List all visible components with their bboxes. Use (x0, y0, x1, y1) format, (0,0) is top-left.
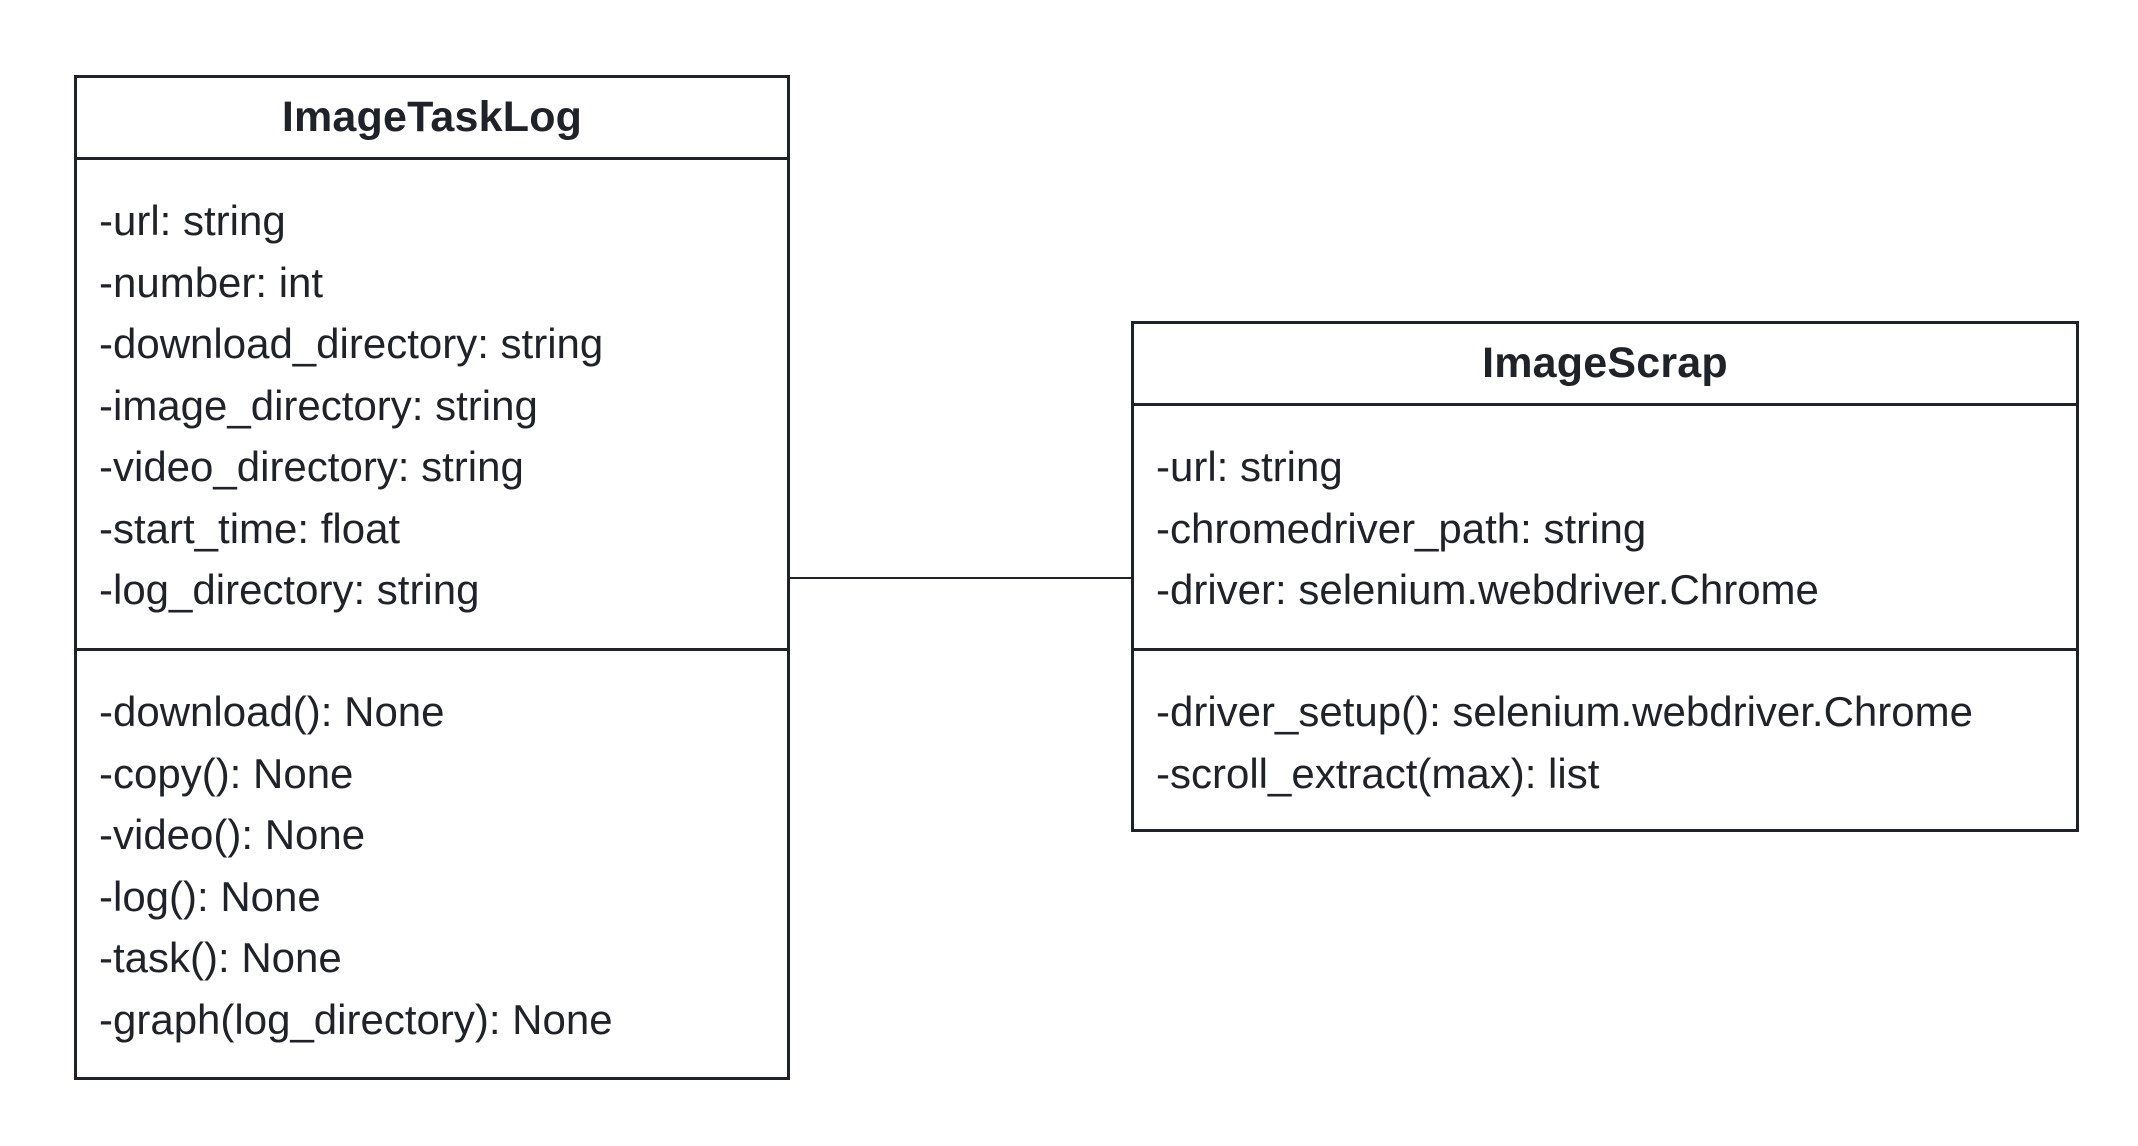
attributes-section: -url: string -number: int -download_dire… (77, 160, 787, 651)
attributes-section: -url: string -chromedriver_path: string … (1134, 406, 2076, 651)
methods-section: -driver_setup(): selenium.webdriver.Chro… (1134, 651, 2076, 804)
method: -graph(log_directory): None (99, 995, 613, 1043)
attribute: -url: string (99, 197, 286, 244)
method: -copy(): None (99, 749, 354, 797)
class-box-imagescrap[interactable]: ImageScrap -url: string -chromedriver_pa… (1131, 321, 2079, 832)
methods-section: -download(): None -copy(): None -video()… (77, 651, 787, 1050)
method: -driver_setup(): selenium.webdriver.Chro… (1156, 688, 1973, 735)
attribute: -video_directory: string (99, 443, 524, 490)
attribute: -number: int (99, 258, 324, 306)
attribute: -url: string (1156, 443, 1343, 490)
class-name: ImageTaskLog (77, 78, 787, 160)
class-box-imagetasklog[interactable]: ImageTaskLog -url: string -number: int -… (74, 75, 790, 1080)
attribute: -download_directory: string (99, 320, 604, 367)
method: -video(): None (99, 811, 366, 858)
method: -download(): None (99, 688, 445, 735)
method: -task(): None (99, 934, 342, 981)
attribute: -start_time: float (99, 504, 401, 552)
method: -scroll_extract(max): list (1156, 749, 1600, 797)
attribute: -chromedriver_path: string (1156, 504, 1647, 552)
method: -log(): None (99, 872, 321, 920)
attribute: -image_directory: string (99, 381, 538, 429)
attribute: -log_directory: string (99, 566, 480, 613)
attribute: -driver: selenium.webdriver.Chrome (1156, 566, 1819, 613)
class-name: ImageScrap (1134, 324, 2076, 406)
